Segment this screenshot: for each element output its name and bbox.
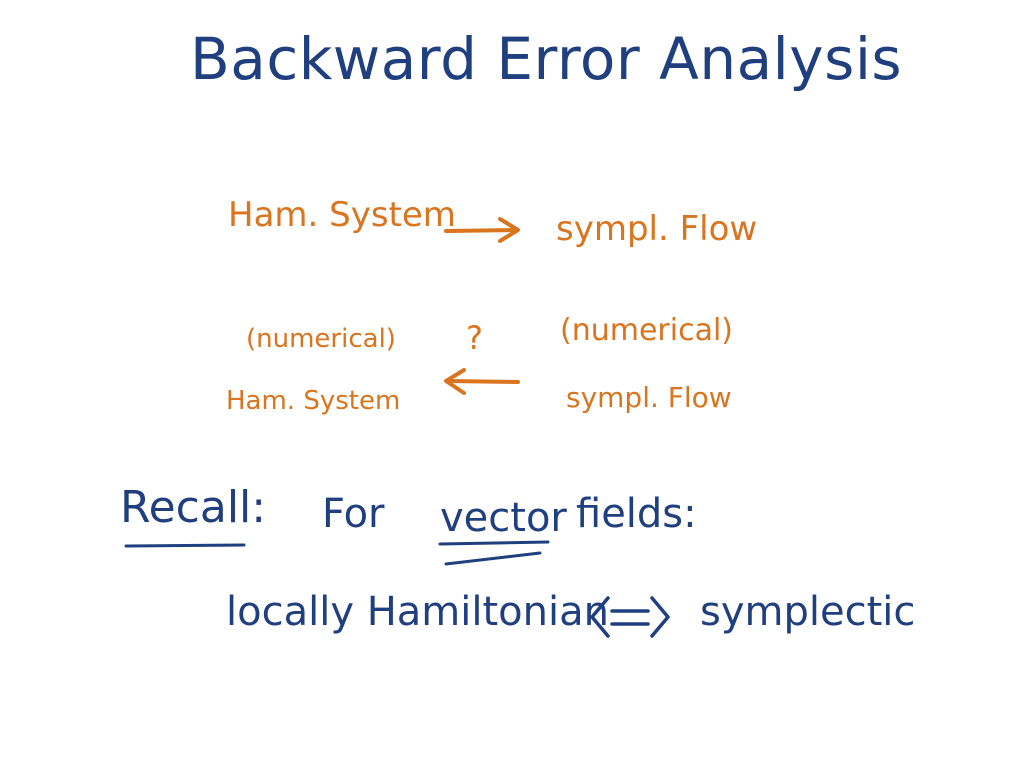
numerical-sympl-flow-label: sympl. Flow: [566, 381, 732, 414]
for-word: For: [322, 491, 385, 537]
numerical-left-label: (numerical): [246, 324, 396, 354]
question-mark: ?: [466, 319, 483, 357]
left-arrow-icon: [444, 368, 520, 395]
recall-underline: [124, 543, 246, 548]
vector-word: vector: [440, 495, 567, 541]
page-title: Backward Error Analysis: [190, 25, 903, 93]
fields-word: fields:: [576, 491, 697, 537]
right-arrow-icon: [444, 217, 520, 243]
symplectic-label: symplectic: [700, 589, 916, 635]
ham-system-label: Ham. System: [228, 195, 456, 235]
numerical-right-label: (numerical): [560, 313, 733, 348]
numerical-ham-system-label: Ham. System: [226, 386, 401, 416]
locally-hamiltonian-label: locally Hamiltonian: [226, 589, 609, 635]
recall-label: Recall:: [120, 482, 267, 533]
sympl-flow-label: sympl. Flow: [556, 209, 758, 249]
vector-double-underline: [438, 540, 550, 566]
